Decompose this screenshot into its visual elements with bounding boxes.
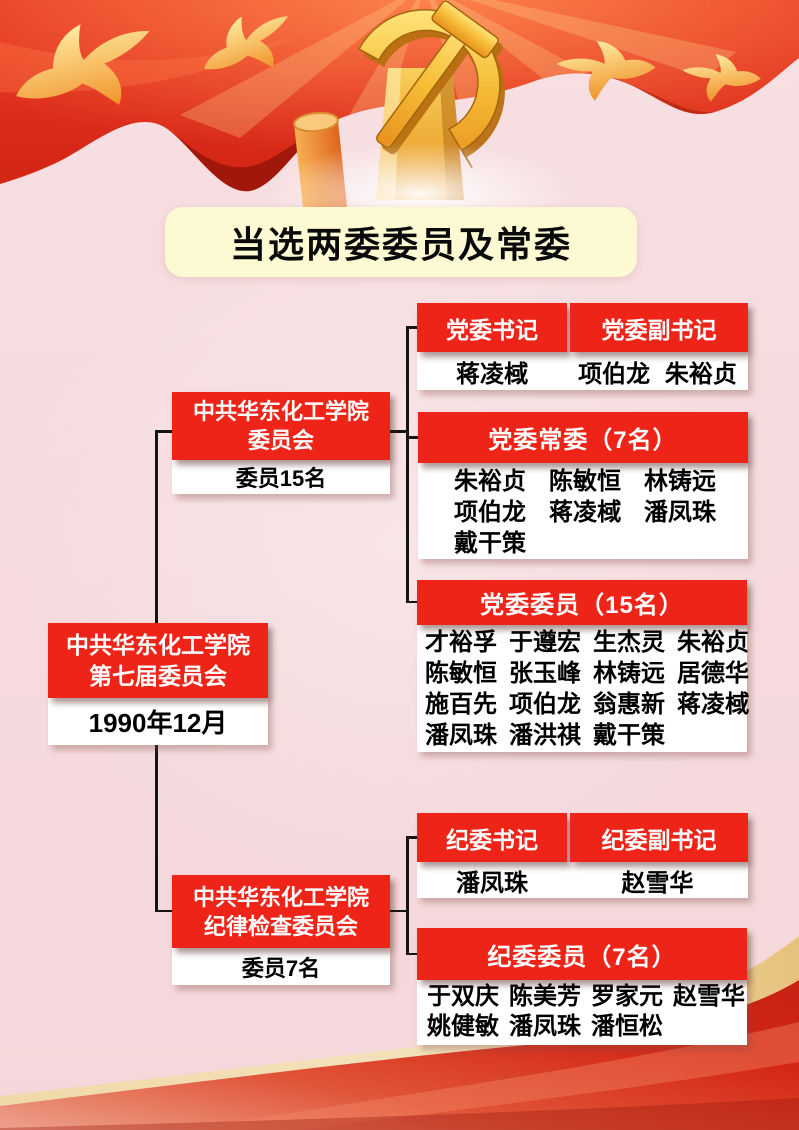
- member-name: 居德华: [677, 660, 749, 687]
- discipline-committee-node: 中共华东化工学院 纪律检查委员会: [172, 875, 390, 948]
- connector-line: [406, 326, 418, 329]
- connector-line: [389, 430, 407, 433]
- member-name: 陈美芳: [509, 983, 581, 1010]
- member-name: 项伯龙: [454, 499, 526, 526]
- discipline-leaders-band: 潘凤珠 赵雪华: [417, 862, 748, 898]
- member-name: 林铸远: [593, 660, 665, 687]
- party-secretary-name: 蒋凌棫: [456, 360, 528, 388]
- connector-line: [406, 327, 409, 603]
- discipline-members-header: 纪委委员（7名）: [417, 928, 747, 980]
- member-row: 陈敏恒张玉峰林铸远居德华: [417, 658, 749, 689]
- member-name: 潘凤珠: [644, 499, 716, 526]
- flag-banner: [0, 0, 799, 208]
- root-date-box: 1990年12月: [48, 698, 268, 745]
- page-title: 当选两委委员及常委: [165, 207, 637, 277]
- member-name: 张玉峰: [509, 660, 581, 687]
- member-name: 林铸远: [644, 468, 716, 495]
- party-committee-line1: 中共华东化工学院: [192, 399, 369, 424]
- root-committee-node: 中共华东化工学院 第七届委员会: [48, 623, 268, 698]
- member-name: 翁惠新: [593, 691, 665, 718]
- member-name: 朱裕贞: [454, 468, 526, 495]
- party-leaders-band: 蒋凌棫 项伯龙 朱裕贞: [417, 352, 748, 390]
- discipline-deputy-header: 纪委副书记: [570, 813, 748, 862]
- member-name: 潘洪祺: [509, 722, 581, 749]
- member-name: 戴干策: [454, 530, 526, 557]
- party-committee-node: 中共华东化工学院 委员会: [172, 392, 390, 460]
- member-row: 于双庆陈美芳罗家元赵雪华: [417, 982, 747, 1012]
- member-name: 潘凤珠: [425, 722, 497, 749]
- member-name: 赵雪华: [673, 983, 745, 1010]
- member-row: 朱裕贞陈敏恒林铸远: [418, 466, 748, 497]
- party-deputy-names: 项伯龙 朱裕贞: [578, 360, 737, 388]
- member-row: 戴干策: [418, 528, 748, 559]
- member-name: 姚健敏: [427, 1013, 499, 1040]
- party-members-header: 党委委员（15名）: [417, 580, 747, 625]
- member-row: 施百先项伯龙翁惠新蒋凌棫: [417, 689, 749, 720]
- party-standing-header: 党委常委（7名）: [418, 412, 748, 463]
- party-standing-list: 朱裕贞陈敏恒林铸远 项伯龙蒋凌棫潘凤珠 戴干策: [418, 463, 748, 559]
- discipline-secretary-header: 纪委书记: [417, 813, 567, 862]
- connector-line: [387, 909, 407, 912]
- member-name: 施百先: [425, 691, 497, 718]
- member-name: 于双庆: [427, 983, 499, 1010]
- member-name: 戴干策: [593, 722, 665, 749]
- member-row: 潘凤珠潘洪祺戴干策: [417, 720, 747, 751]
- member-name: 罗家元: [591, 983, 663, 1010]
- root-committee-line2: 第七届委员会: [89, 662, 227, 689]
- member-name: 于遵宏: [509, 629, 581, 656]
- connector-line: [406, 600, 418, 603]
- member-row: 项伯龙蒋凌棫潘凤珠: [418, 497, 748, 528]
- member-name: 陈敏恒: [425, 660, 497, 687]
- party-committee-line2: 委员会: [247, 428, 314, 453]
- root-committee-line1: 中共华东化工学院: [66, 631, 250, 658]
- party-members-list: 才裕孚于遵宏生杰灵朱裕贞 陈敏恒张玉峰林铸远居德华 施百先项伯龙翁惠新蒋凌棫 潘…: [417, 625, 749, 752]
- discipline-member-count: 委员7名: [172, 948, 390, 985]
- discipline-secretary-name: 潘凤珠: [456, 869, 528, 897]
- member-name: 才裕孚: [425, 629, 497, 656]
- party-emblem-icon: [265, 0, 575, 208]
- member-name: 生杰灵: [593, 629, 665, 656]
- party-member-count: 委员15名: [172, 460, 390, 494]
- discipline-members-list: 于双庆陈美芳罗家元赵雪华 姚健敏潘凤珠潘恒松: [417, 980, 747, 1045]
- member-name: 潘恒松: [591, 1013, 663, 1040]
- connector-line: [406, 952, 418, 955]
- member-name: 潘凤珠: [509, 1013, 581, 1040]
- member-name: 朱裕贞: [677, 629, 749, 656]
- connector-line: [406, 837, 409, 955]
- member-name: 陈敏恒: [549, 468, 621, 495]
- connector-line: [155, 909, 173, 912]
- discipline-committee-line1: 中共华东化工学院: [192, 884, 369, 910]
- party-deputy-header: 党委副书记: [570, 303, 748, 352]
- discipline-deputy-names: 赵雪华: [621, 869, 694, 897]
- member-row: 姚健敏潘凤珠潘恒松: [417, 1012, 747, 1042]
- member-name: 蒋凌棫: [677, 691, 749, 718]
- party-secretary-header: 党委书记: [417, 303, 567, 352]
- connector-line: [406, 836, 418, 839]
- connector-line: [406, 436, 419, 439]
- connector-line: [155, 430, 173, 433]
- member-name: 项伯龙: [509, 691, 581, 718]
- member-row: 才裕孚于遵宏生杰灵朱裕贞: [417, 627, 749, 658]
- member-name: 蒋凌棫: [549, 499, 621, 526]
- discipline-committee-line2: 纪律检查委员会: [203, 913, 358, 939]
